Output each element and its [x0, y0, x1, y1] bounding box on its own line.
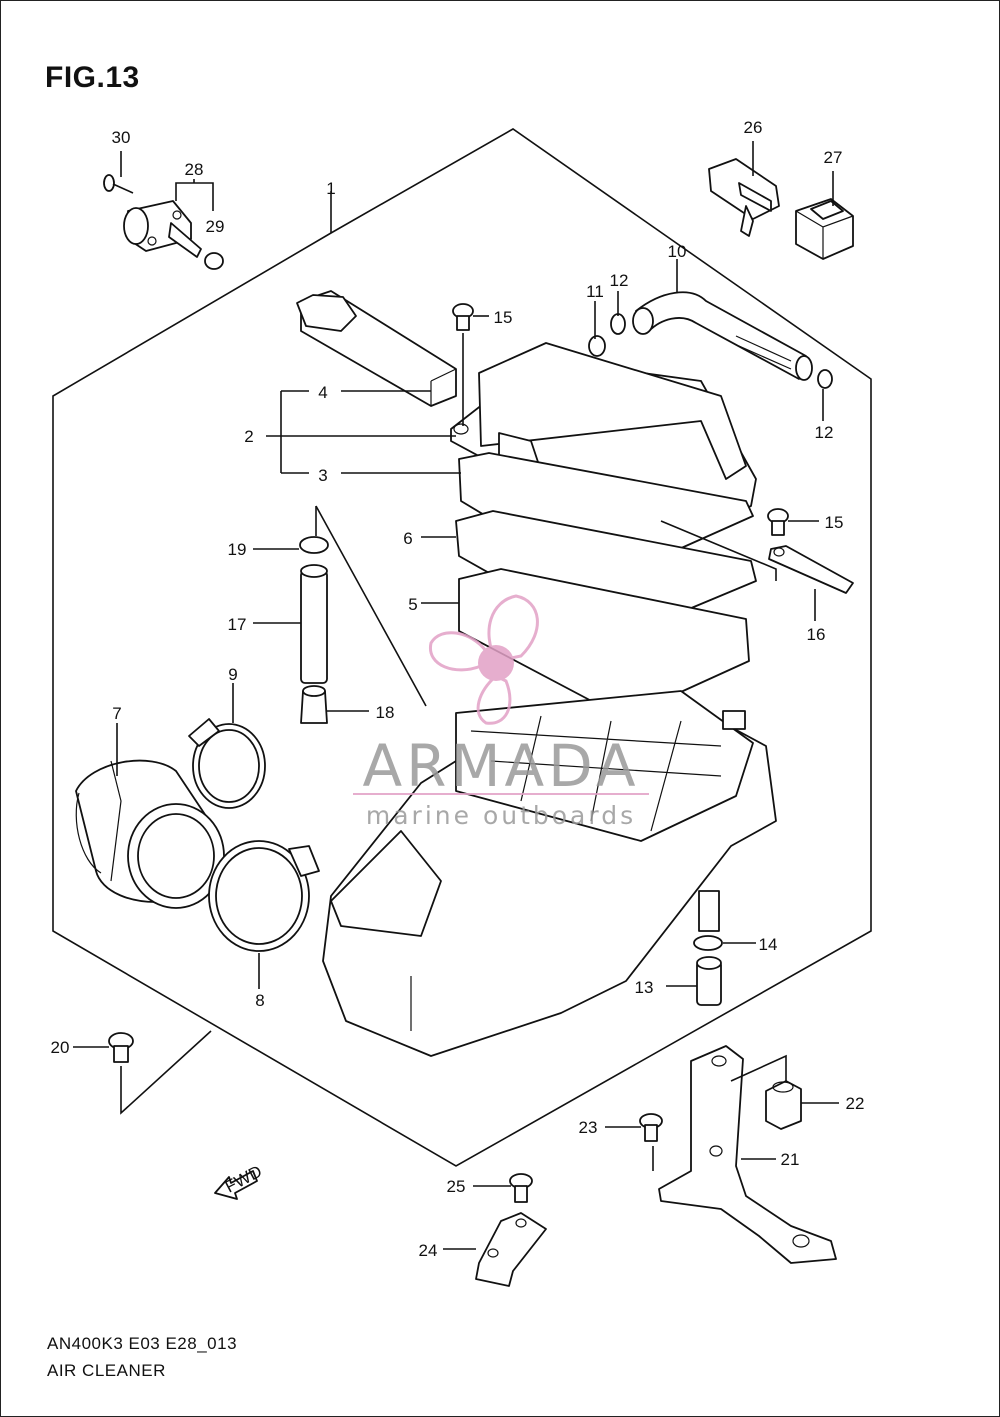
- callout-14: 14: [759, 935, 778, 954]
- part-27-rubber-cushion: [795, 198, 854, 260]
- callout-12-a: 12: [610, 271, 629, 290]
- callout-19: 19: [228, 540, 247, 559]
- part-23-bolt: [639, 1113, 663, 1142]
- part-25-bolt: [509, 1173, 533, 1203]
- part-12-clamp-a: [610, 313, 626, 335]
- propeller-logo-icon: [429, 594, 539, 725]
- part-21-bracket: [658, 1045, 837, 1264]
- callout-29: 29: [206, 217, 225, 236]
- callout-16: 16: [807, 625, 826, 644]
- callout-4: 4: [318, 383, 327, 402]
- diagram-name: AIR CLEANER: [47, 1361, 166, 1380]
- figure-title: FIG.13: [45, 61, 140, 94]
- fwd-label: FWD: [222, 1162, 265, 1197]
- callout-12-b: 12: [815, 423, 834, 442]
- part-8-clamp: [208, 840, 320, 952]
- callout-26: 26: [744, 118, 763, 137]
- part-7-outlet-tube: [75, 759, 225, 909]
- part-19-clamp: [299, 536, 329, 554]
- watermark-tagline: marine outboards: [366, 801, 636, 830]
- part-22-cushion: [765, 1080, 802, 1130]
- part-24-bracket: [475, 1212, 547, 1287]
- callout-25: 25: [447, 1177, 466, 1196]
- callout-9: 9: [228, 665, 237, 684]
- callout-21: 21: [781, 1150, 800, 1169]
- assembly-outline: [52, 128, 872, 1167]
- callout-2: 2: [244, 427, 253, 446]
- callout-15-a: 15: [494, 308, 513, 327]
- part-13-drain-tube: [696, 956, 722, 1006]
- callout-7: 7: [112, 704, 121, 723]
- part-12-clamp-b: [817, 369, 833, 389]
- part-14-clamp: [693, 935, 723, 951]
- callout-13: 13: [635, 978, 654, 997]
- callout-8: 8: [255, 991, 264, 1010]
- callout-28: 28: [185, 160, 204, 179]
- part-15-screw-a: [452, 303, 474, 331]
- part-15-screw-b: [767, 508, 789, 536]
- part-29-o-ring: [204, 252, 224, 270]
- part-28-sensor: [123, 200, 202, 258]
- callout-30: 30: [112, 128, 131, 147]
- part-20-bolt: [108, 1032, 134, 1063]
- part-30-screw: [103, 174, 134, 194]
- part-6-gasket: [455, 510, 757, 637]
- part-4-intake-duct: [296, 290, 457, 407]
- callout-24: 24: [419, 1241, 438, 1260]
- part-9-clamp: [188, 718, 266, 809]
- part-26-map-sensor: [708, 158, 780, 237]
- callout-18: 18: [376, 703, 395, 722]
- callout-5: 5: [408, 595, 417, 614]
- callout-6: 6: [403, 529, 412, 548]
- callout-15-b: 15: [825, 513, 844, 532]
- callout-10: 10: [668, 242, 687, 261]
- callout-11: 11: [586, 282, 604, 301]
- callout-27: 27: [824, 148, 843, 167]
- callout-labels: 1 2 3 4 5 6 7 8 9 10 11 12 12 13 14 15 1…: [51, 118, 865, 1260]
- part-11-cap: [588, 335, 606, 357]
- part-17-tube: [300, 564, 328, 684]
- part-1-air-cleaner-case: [322, 690, 777, 1057]
- part-10-breather-hose: [632, 291, 813, 381]
- callout-23: 23: [579, 1118, 598, 1137]
- callout-1: 1: [326, 179, 335, 198]
- armada-watermark: ARMADA marine outboards: [353, 594, 649, 830]
- callout-22: 22: [846, 1094, 865, 1113]
- diagram-code: AN400K3 E03 E28_013: [47, 1334, 238, 1353]
- fwd-arrow-icon: FWD: [214, 1162, 265, 1200]
- callout-17: 17: [228, 615, 247, 634]
- callout-3: 3: [318, 466, 327, 485]
- part-18-plug: [300, 685, 328, 724]
- part-16-strap: [768, 545, 854, 594]
- callout-20: 20: [51, 1038, 70, 1057]
- watermark-brand: ARMADA: [362, 732, 639, 800]
